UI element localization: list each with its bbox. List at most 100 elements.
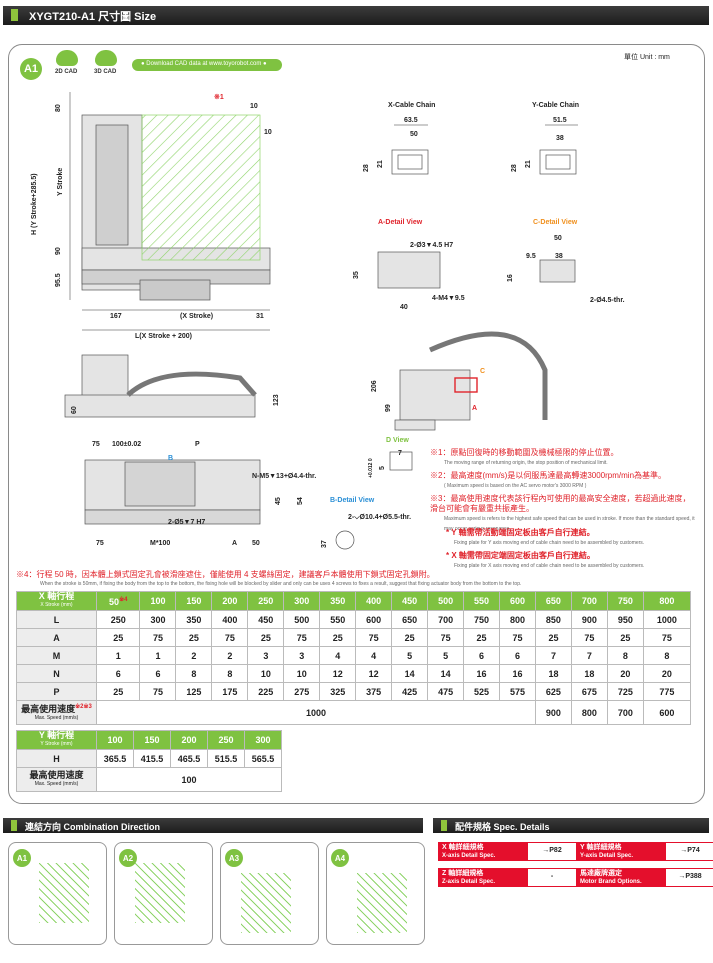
a-35: 35 (353, 271, 360, 279)
x-axis-motor (139, 279, 211, 301)
bot-b: B (168, 455, 173, 462)
drawing-canvas: ※1 80 Y Stroke H (Y Stroke+285.5) 90 95.… (31, 92, 625, 550)
dim-10a: 10 (250, 103, 258, 110)
cad-2d-label: 2D CAD (55, 69, 78, 75)
y-51-5: 51.5 (553, 117, 567, 124)
y-28: 28 (511, 164, 518, 172)
b-detail-part (335, 530, 355, 550)
a-hole2: 4-M4▼9.5 (432, 295, 465, 302)
note1-mark: ※1 (214, 93, 224, 101)
b-37: 37 (321, 540, 328, 548)
x-50: 50 (410, 131, 418, 138)
b-hole: 2-⌵Ø10.4+Ø5.5-thr. (348, 514, 411, 521)
d-7: 7 (398, 450, 402, 457)
a-detail-part (377, 251, 441, 289)
note-4: ※4：行程 50 時，因本體上鎖式固定孔會被滑座遮住，僅能使用 4 支螺絲固定，… (16, 570, 435, 579)
page-title: XYGT210-A1 尺寸圖 Size (29, 11, 157, 23)
right-cable-chain (428, 331, 548, 420)
bot-50: 50 (252, 540, 260, 547)
c-38: 38 (555, 253, 563, 260)
bot-54: 54 (297, 497, 304, 505)
bot-75a: 75 (92, 441, 100, 448)
x-cable-title: X-Cable Chain (388, 102, 435, 109)
side-cable-chain (126, 371, 257, 397)
side-base (64, 394, 256, 418)
mark-a: A (472, 405, 477, 412)
bot-100: 100±0.02 (112, 441, 141, 448)
combo-a4: A4 (326, 842, 425, 945)
c-50: 50 (554, 235, 562, 242)
a-hole1: 2-Ø3▼4.5 H7 (410, 242, 453, 249)
plate-note-x: * X 軸需帶固定端固定板由客戶自行連結。 (446, 551, 595, 560)
cloud-2d-icon[interactable] (56, 50, 78, 66)
c-9-5: 9.5 (526, 253, 536, 260)
bot-45: 45 (275, 497, 282, 505)
a-detail-title: A-Detail View (378, 219, 423, 226)
bot-p: P (195, 441, 200, 448)
dim-y-stroke: Y Stroke (57, 168, 64, 196)
a1-badge: A1 (20, 58, 42, 80)
bot-a: A (232, 540, 237, 547)
c-detail-part (539, 259, 576, 283)
dim-90: 90 (55, 247, 62, 255)
side-99: 99 (385, 404, 392, 412)
x-head-50: 50※4 (95, 591, 141, 611)
x-28: 28 (363, 164, 370, 172)
cad-3d-label: 3D CAD (94, 69, 117, 75)
dimension-panel (8, 44, 705, 804)
notes-block: ※1：原點回復時的移動範圍及機械極限的停止位置。The moving range… (430, 448, 696, 534)
plate-notes: * Y 軸需帶活動端固定板由客戶自行連結。 Fixing plate for Y… (446, 528, 700, 571)
note-4-en: When the stroke is 50mm, if fixing the b… (40, 581, 522, 587)
y-38: 38 (556, 135, 564, 142)
dim-10b: 10 (264, 129, 272, 136)
y-axis-rail (95, 124, 129, 246)
combo-a3: A3 (220, 842, 319, 945)
plate-note-y: * Y 軸需帶活動端固定板由客戶自行連結。 (446, 528, 595, 537)
mark-c: C (480, 368, 485, 375)
combo-header: 連結方向 Combination Direction (3, 818, 423, 833)
note-1: ※1：原點回復時的移動範圍及機械極限的停止位置。The moving range… (430, 448, 619, 466)
work-area-hatch (141, 114, 261, 261)
bot-75b: 75 (96, 540, 104, 547)
side-206: 206 (371, 380, 378, 392)
dim-31: 31 (256, 313, 264, 320)
c-16: 16 (507, 274, 514, 282)
cloud-3d-icon[interactable] (95, 50, 117, 66)
d-view-part (389, 451, 413, 471)
dim-167: 167 (110, 313, 122, 320)
d-5: 5 (379, 466, 386, 470)
c-detail-title: C-Detail View (533, 219, 578, 226)
a-marker (454, 377, 478, 393)
d-view-title: D View (386, 437, 409, 444)
a-40: 40 (400, 304, 408, 311)
b-detail-title: B-Detail View (330, 497, 375, 504)
y-cable-title: Y-Cable Chain (532, 102, 579, 109)
side-60: 60 (71, 406, 78, 414)
x-21: 21 (377, 160, 384, 168)
bot-m: M*100 (150, 540, 170, 547)
spec-header: 配件規格 Spec. Details (433, 818, 709, 833)
dim-80: 80 (55, 104, 62, 112)
combo-a1: A1 (8, 842, 107, 945)
combo-a2: A2 (114, 842, 213, 945)
bot-2hole: 2-Ø5▼7 H7 (168, 519, 205, 526)
page-header: XYGT210-A1 尺寸圖 Size (3, 6, 709, 25)
download-link[interactable]: ● Download CAD data at www.toyorobot.com… (132, 59, 282, 71)
y-21: 21 (525, 160, 532, 168)
